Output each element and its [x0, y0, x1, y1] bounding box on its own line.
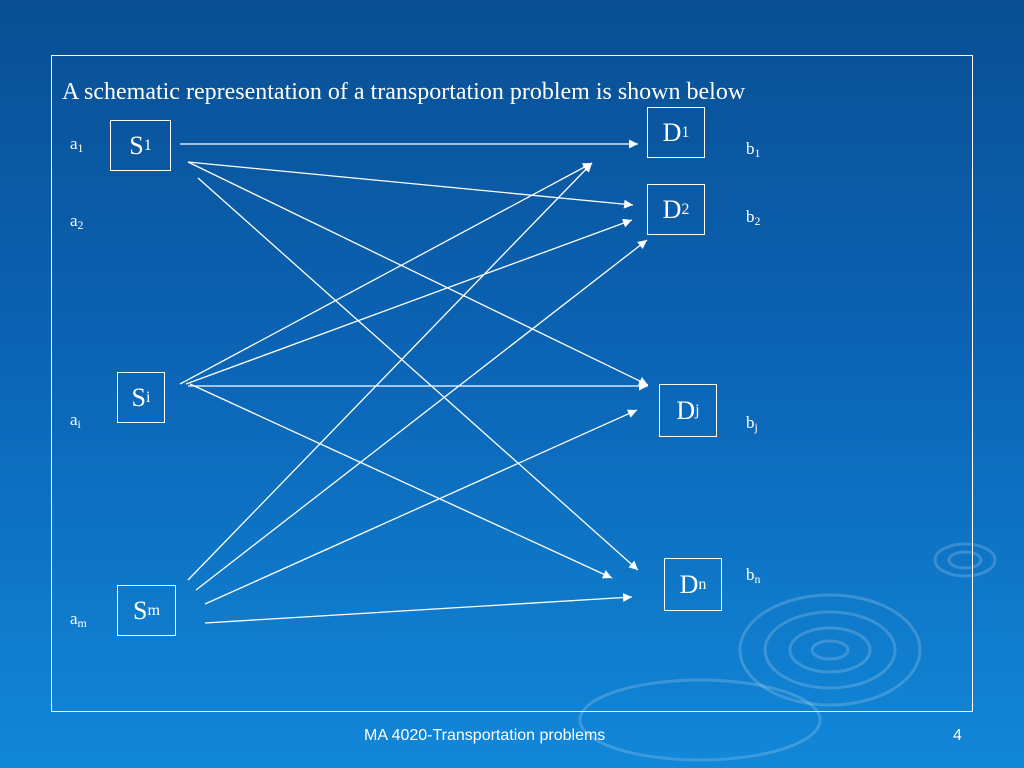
supply-subscript: m — [77, 615, 87, 630]
supply-am: am — [70, 609, 87, 630]
demand-letter: b — [746, 413, 755, 432]
slide-frame — [51, 55, 973, 712]
arrow-sm-dj — [204, 409, 638, 605]
arrow-si-d1 — [179, 162, 593, 385]
arrow-s1-d2 — [187, 161, 634, 209]
demand-bn: bn — [746, 565, 761, 586]
demand-b2: b2 — [746, 207, 761, 228]
source-label: S — [133, 595, 148, 625]
demand-subscript: 1 — [754, 145, 761, 160]
source-label: S — [129, 130, 144, 160]
footer-title: MA 4020-Transportation problems — [364, 727, 606, 744]
arrow-sm-dn — [204, 593, 633, 624]
supply-subscript: 2 — [77, 217, 84, 232]
destination-label: D — [662, 117, 682, 147]
demand-subscript: n — [754, 571, 761, 586]
supply-a1: a1 — [70, 134, 84, 155]
arrow-sm-d2 — [195, 239, 648, 591]
page-number: 4 — [953, 727, 962, 744]
destination-label: D — [676, 395, 696, 425]
arrow-sm-d1 — [187, 162, 593, 581]
demand-letter: b — [746, 207, 755, 226]
supply-letter: a — [70, 211, 78, 230]
slide-title: A schematic representation of a transpor… — [62, 79, 746, 105]
supply-subscript: 1 — [77, 140, 84, 155]
destination-label: D — [679, 569, 699, 599]
arrow-s1-dn — [197, 177, 639, 571]
supply-a2: a2 — [70, 211, 84, 232]
demand-letter: b — [746, 139, 755, 158]
demand-bj: bj — [746, 413, 758, 434]
arrow-s1-dj — [187, 161, 649, 386]
source-label: S — [131, 382, 146, 412]
demand-b1: b1 — [746, 139, 761, 160]
arrow-si-d2 — [185, 218, 633, 385]
destination-label: D — [662, 194, 682, 224]
demand-letter: b — [746, 565, 755, 584]
supply-letter: a — [70, 609, 78, 628]
demand-subscript: 2 — [754, 213, 761, 228]
supply-subscript: i — [77, 416, 81, 431]
supply-letter: a — [70, 134, 78, 153]
arrow-si-dn — [189, 383, 613, 579]
supply-letter: a — [70, 410, 78, 429]
supply-ai: ai — [70, 410, 81, 431]
demand-subscript: j — [754, 419, 758, 434]
